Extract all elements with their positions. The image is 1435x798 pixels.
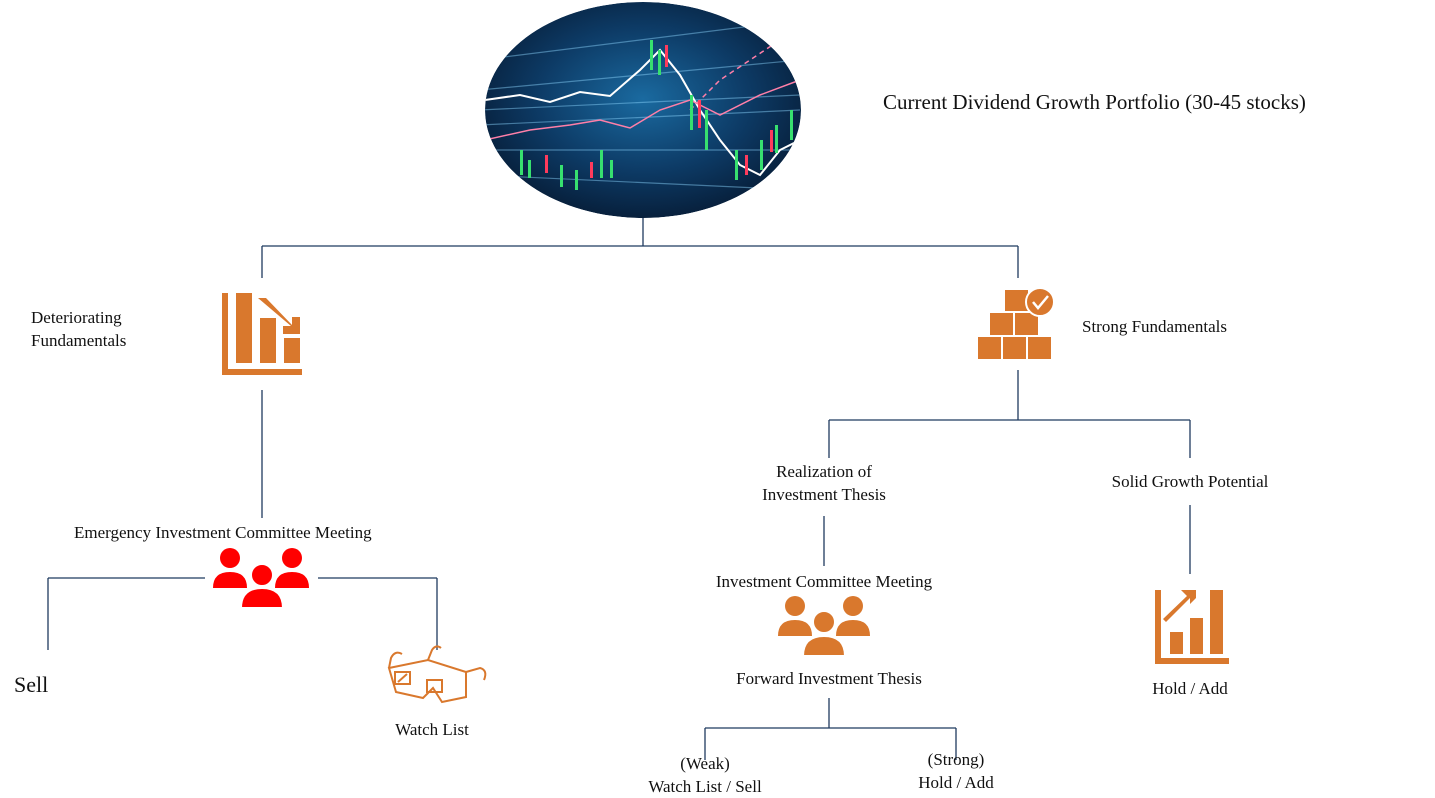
committee-meeting-label: Investment Committee Meeting	[715, 572, 933, 591]
solid-growth-label: Solid Growth Potential	[1111, 472, 1269, 491]
realization-line2: Investment Thesis	[762, 485, 886, 504]
watch-list-label: Watch List	[395, 720, 469, 739]
weak-outcome-label: (Weak) Watch List / Sell	[620, 752, 790, 798]
forward-thesis-label: Forward Investment Thesis	[736, 669, 922, 688]
realization-label: Realization of Investment Thesis	[734, 460, 914, 506]
realization-line1: Realization of	[776, 462, 872, 481]
people-group-icon	[213, 548, 309, 609]
weak-line2: Watch List / Sell	[648, 777, 762, 796]
deteriorating-fundamentals-label: Deteriorating Fundamentals	[31, 306, 126, 352]
strong-line2: Hold / Add	[918, 773, 994, 792]
rising-bar-chart-icon	[1155, 590, 1229, 664]
diagram-title: Current Dividend Growth Portfolio (30-45…	[883, 90, 1306, 114]
deteriorating-line2: Fundamentals	[31, 331, 127, 350]
strong-outcome-label: (Strong) Hold / Add	[886, 748, 1026, 794]
sell-label: Sell	[14, 672, 49, 697]
strong-fundamentals-label: Strong Fundamentals	[1082, 317, 1227, 336]
3d-glasses-icon	[387, 645, 487, 704]
hold-add-label: Hold / Add	[1152, 679, 1228, 698]
weak-line1: (Weak)	[680, 754, 730, 773]
deteriorating-line1: Deteriorating	[31, 308, 122, 327]
connector-lines	[47, 218, 1191, 760]
declining-bar-chart-icon	[222, 293, 302, 375]
people-group-icon	[778, 596, 870, 657]
strong-line1: (Strong)	[927, 750, 985, 769]
stock-chart-image	[485, 2, 801, 218]
emergency-meeting-label: Emergency Investment Committee Meeting	[74, 523, 372, 542]
boxes-checkmark-icon	[978, 287, 1055, 359]
